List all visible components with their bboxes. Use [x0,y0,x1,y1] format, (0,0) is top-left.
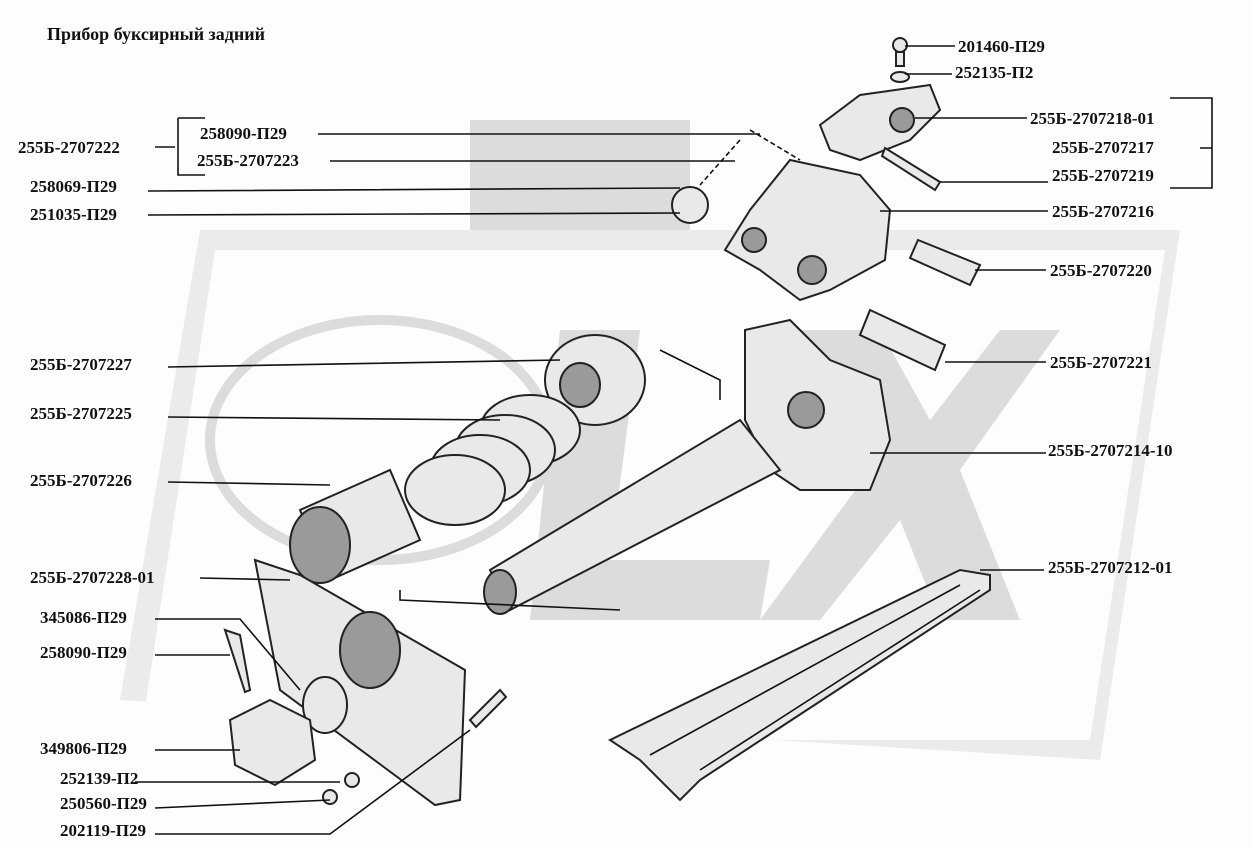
label-255b-2707228-01: 255Б-2707228-01 [30,568,155,587]
label-255b-2707221: 255Б-2707221 [1050,353,1152,372]
label-258090-p29-chain: 258090-П29 [200,124,287,143]
label-202119-p29: 202119-П29 [60,821,146,840]
label-252135-p2: 252135-П2 [955,63,1033,82]
label-255b-2707223: 255Б-2707223 [197,151,299,170]
label-252139-p2: 252139-П2 [60,769,138,788]
label-345086-p29: 345086-П29 [40,608,127,627]
label-255b-2707218-01: 255Б-2707218-01 [1030,109,1155,128]
label-255b-2707214-10: 255Б-2707214-10 [1048,441,1173,460]
label-255b-2707220: 255Б-2707220 [1050,261,1152,280]
label-251035-p29: 251035-П29 [30,205,117,224]
label-255b-2707225: 255Б-2707225 [30,404,132,423]
label-255b-2707219: 255Б-2707219 [1052,166,1154,185]
parts-drawing [223,37,991,807]
label-201460-p29: 201460-П29 [958,37,1045,56]
label-250560-p29: 250560-П29 [60,794,147,813]
diagram-title: Прибор буксирный задний [47,24,265,44]
label-255b-2707216: 255Б-2707216 [1052,202,1154,221]
label-258069-p29: 258069-П29 [30,177,117,196]
leader-lines [135,45,1213,835]
label-255b-2707212-01: 255Б-2707212-01 [1048,558,1173,577]
label-349806-p29: 349806-П29 [40,739,127,758]
part-labels: 201460-П29 252135-П2 255Б-2707218-01 255… [18,37,1173,840]
label-258090-p29-pin: 258090-П29 [40,643,127,662]
label-255b-2707226: 255Б-2707226 [30,471,132,490]
label-255b-2707227: 255Б-2707227 [30,355,132,374]
label-255b-2707217: 255Б-2707217 [1052,138,1154,157]
label-255b-2707222: 255Б-2707222 [18,138,120,157]
